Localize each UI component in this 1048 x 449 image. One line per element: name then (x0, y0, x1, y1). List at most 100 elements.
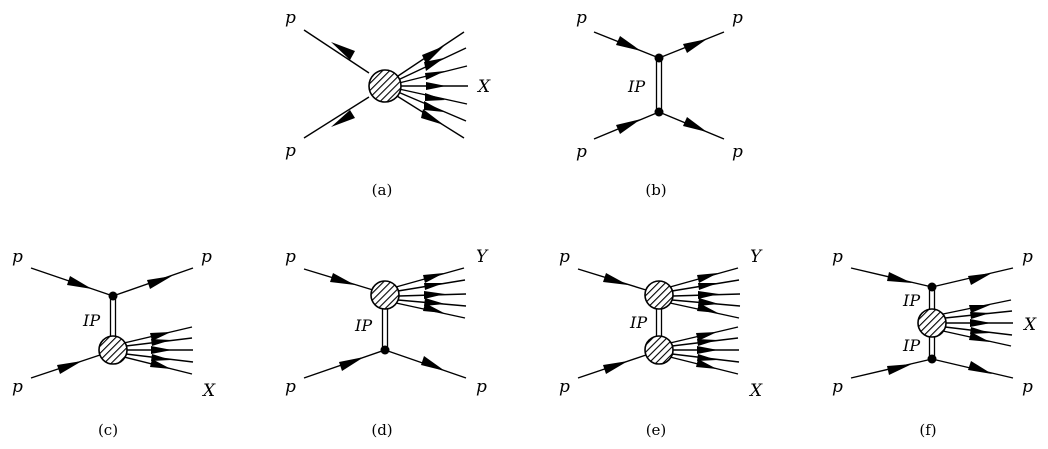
arrow-icon (423, 273, 444, 283)
arrow-icon (683, 117, 707, 132)
y-system-jet (669, 267, 741, 319)
arrow-icon (426, 82, 446, 90)
arrow-icon (151, 354, 171, 361)
caption: (d) (371, 421, 392, 439)
label-p: p (559, 377, 570, 397)
arrow-icon (698, 291, 719, 299)
arrow-icon (421, 109, 444, 125)
arrow-icon (887, 272, 912, 283)
arrow-icon (147, 276, 172, 289)
diagram-c: p p p X IP (c) (12, 247, 216, 439)
arrow-icon (67, 276, 92, 289)
arrow-icon (425, 93, 445, 101)
arrow-icon (425, 71, 445, 80)
diagram-e: p Y p X IP (e) (559, 247, 763, 439)
arrow-icon (968, 361, 992, 374)
x-system-jet (396, 31, 468, 139)
arrow-icon (603, 361, 628, 374)
label-p: p (832, 247, 843, 267)
arrow-icon (683, 39, 707, 53)
arrow-icon (887, 364, 912, 375)
label-x: X (748, 381, 763, 401)
arrow-icon (331, 42, 355, 60)
label-p: p (1022, 247, 1033, 267)
label-p: p (285, 8, 296, 28)
diagram-d: p Y p p IP (d) (285, 247, 489, 439)
label-p: p (12, 247, 23, 267)
arrow-icon (698, 283, 718, 290)
arrow-icon (616, 119, 641, 134)
arrow-icon (697, 273, 718, 283)
y-system-jet (395, 267, 467, 319)
caption: (a) (372, 181, 393, 199)
arrow-icon (339, 357, 364, 371)
label-p: p (576, 8, 587, 28)
arrow-icon (970, 312, 990, 319)
arrow-icon (424, 283, 444, 290)
arrow-icon (151, 339, 171, 346)
incoming-proton-line (303, 29, 370, 74)
interaction-blob (644, 280, 674, 310)
label-pomeron: IP (627, 77, 645, 96)
label-x: X (201, 381, 216, 401)
arrow-icon (603, 273, 628, 285)
arrow-icon (422, 46, 444, 64)
arrow-icon (696, 359, 717, 369)
arrow-icon (969, 332, 990, 342)
label-p: p (285, 377, 296, 397)
label-pomeron: IP (354, 316, 372, 335)
x-system-jet (942, 299, 1013, 347)
arrow-icon (970, 327, 990, 334)
arrow-icon (697, 303, 718, 313)
arrow-icon (968, 273, 992, 285)
incoming-proton-line (303, 96, 370, 139)
arrow-icon (331, 110, 355, 127)
label-p: p (732, 142, 743, 162)
label-p: p (12, 377, 23, 397)
caption: (f) (919, 421, 936, 439)
arrow-icon (698, 298, 719, 306)
label-p: p (201, 247, 212, 267)
caption: (c) (98, 421, 118, 439)
label-y: Y (476, 247, 489, 267)
label-pomeron: IP (902, 291, 920, 310)
arrow-icon (424, 58, 444, 71)
arrow-icon (970, 319, 991, 327)
x-system-jet (669, 326, 740, 375)
label-p: p (832, 377, 843, 397)
vertex-dot (654, 53, 664, 63)
diagram-a: p p X (a) (285, 8, 491, 199)
label-p: p (476, 377, 487, 397)
arrow-icon (330, 273, 355, 285)
diagram-b: p p p p IP (b) (576, 8, 743, 199)
x-system-jet (123, 326, 194, 375)
vertex-dot (927, 282, 937, 292)
interaction-blob (917, 308, 947, 338)
caption: (e) (646, 421, 667, 439)
arrow-icon (616, 36, 641, 51)
arrow-icon (423, 303, 444, 313)
label-x: X (476, 77, 491, 97)
arrow-icon (424, 101, 444, 112)
label-p: p (1022, 377, 1033, 397)
label-pomeron: IP (82, 311, 100, 330)
interaction-blob (368, 69, 402, 103)
arrow-icon (697, 354, 717, 361)
label-p: p (732, 8, 743, 28)
interaction-blob (370, 280, 400, 310)
interaction-blob (644, 335, 674, 365)
arrow-icon (151, 346, 172, 354)
label-pomeron: IP (902, 336, 920, 355)
arrow-icon (697, 346, 718, 354)
arrow-icon (969, 305, 990, 313)
vertex-dot (108, 291, 118, 301)
label-p: p (559, 247, 570, 267)
label-p: p (285, 247, 296, 267)
arrow-icon (424, 291, 445, 299)
arrow-icon (424, 298, 445, 306)
arrow-icon (696, 332, 717, 341)
caption: (b) (645, 181, 666, 199)
label-y: Y (750, 247, 763, 267)
